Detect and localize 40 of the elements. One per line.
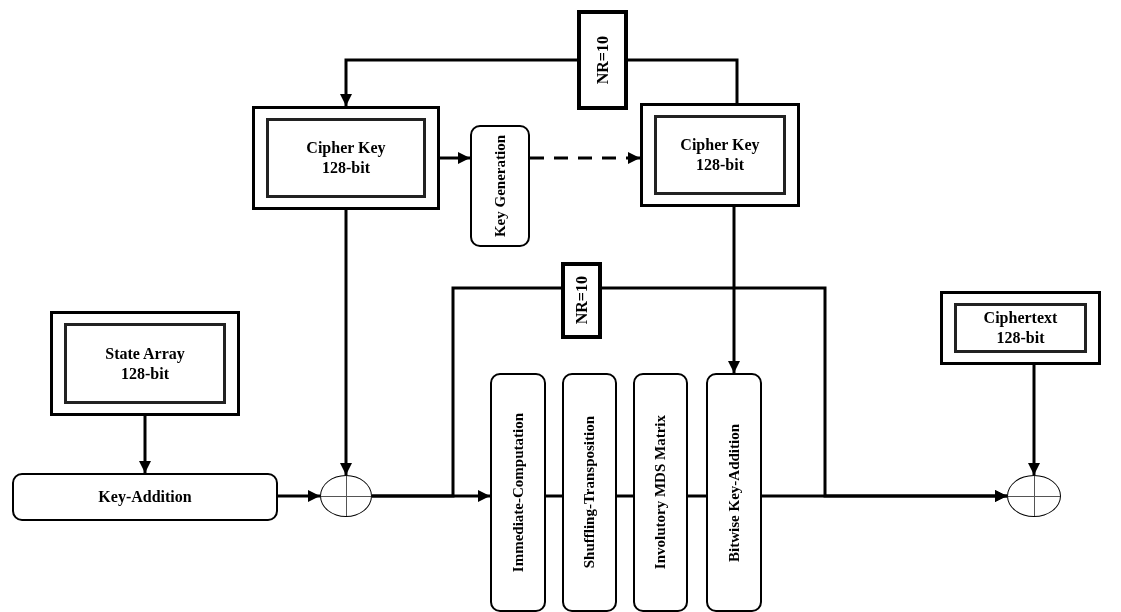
double-frame-box bbox=[640, 103, 800, 207]
arrow bbox=[139, 416, 151, 473]
double-frame-box bbox=[252, 106, 440, 210]
connector-line bbox=[688, 494, 706, 498]
arrow bbox=[440, 152, 470, 164]
process-box bbox=[706, 373, 762, 612]
box-label: NR=10 bbox=[572, 276, 591, 325]
xor-circle bbox=[1007, 475, 1061, 517]
round-count-box bbox=[577, 10, 628, 110]
connector-line bbox=[617, 494, 633, 498]
process-label: Bitwise Key-Addition bbox=[725, 423, 743, 562]
process-label: Key Generation bbox=[491, 134, 509, 238]
process-box bbox=[633, 373, 688, 612]
connector-line bbox=[372, 286, 561, 498]
round-count-box bbox=[561, 262, 602, 339]
connector-line bbox=[546, 494, 562, 498]
box-label: Ciphertext 128-bit bbox=[954, 303, 1087, 353]
process-label: Immediate-Computation bbox=[509, 412, 527, 573]
arrow bbox=[530, 152, 640, 164]
connector-line bbox=[628, 58, 739, 103]
arrow bbox=[1028, 365, 1040, 475]
xor-circle bbox=[320, 475, 372, 517]
arrow bbox=[340, 58, 577, 106]
double-frame-box bbox=[50, 311, 240, 416]
arrow bbox=[728, 207, 740, 373]
box-label: Cipher Key 128-bit bbox=[266, 118, 426, 198]
arrow bbox=[762, 490, 1007, 502]
process-label: Shuffling-Transposition bbox=[581, 416, 598, 569]
process-label: Key-Addition bbox=[98, 488, 192, 506]
process-box bbox=[562, 373, 617, 612]
process-box bbox=[12, 473, 278, 521]
double-frame-box bbox=[940, 291, 1101, 365]
process-box bbox=[470, 125, 530, 247]
arrow bbox=[278, 490, 320, 502]
process-label: Involutory MDS Matrix bbox=[652, 415, 669, 570]
arrow bbox=[340, 210, 352, 475]
box-label: NR=10 bbox=[593, 35, 612, 85]
box-label: State Array 128-bit bbox=[64, 323, 226, 404]
process-box bbox=[490, 373, 546, 612]
box-label: Cipher Key 128-bit bbox=[654, 115, 786, 195]
